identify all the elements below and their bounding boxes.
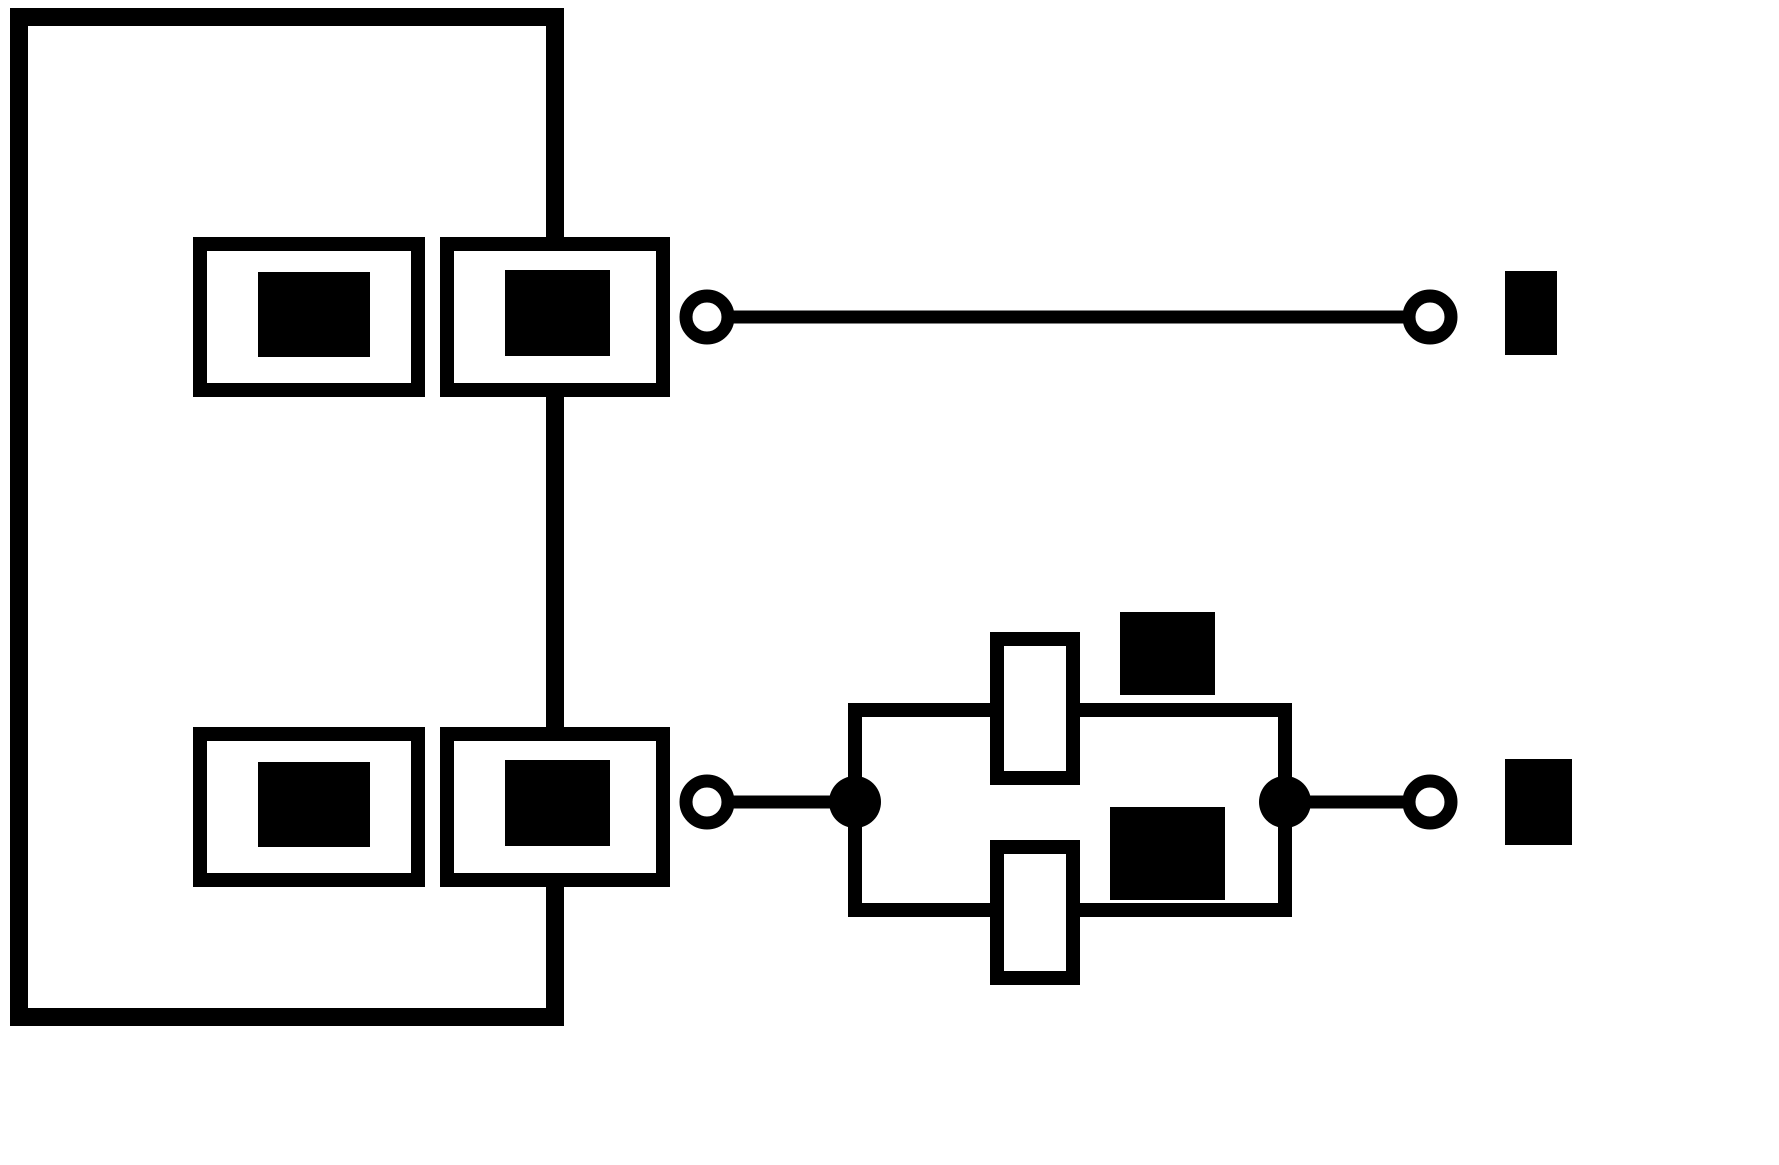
parallel-component-top bbox=[990, 632, 1080, 785]
terminal-top-left bbox=[679, 289, 735, 345]
redacted-label-terminal-bottom bbox=[1505, 759, 1572, 845]
parallel-component-bottom bbox=[990, 840, 1080, 985]
redacted-label-component-top bbox=[1120, 612, 1215, 695]
redacted-label-component-bottom bbox=[1110, 807, 1225, 900]
winding-box-top-right bbox=[440, 237, 670, 397]
winding-mark-top-left bbox=[258, 272, 370, 357]
junction-dot-left bbox=[829, 776, 881, 828]
redacted-label-terminal-top bbox=[1505, 271, 1557, 355]
device-outline bbox=[10, 8, 564, 1026]
winding-box-top-left bbox=[193, 237, 425, 397]
winding-mark-bottom-left bbox=[258, 762, 370, 847]
winding-mark-bottom-right bbox=[505, 760, 610, 846]
winding-box-bottom-left bbox=[193, 727, 425, 887]
winding-mark-top-right bbox=[505, 270, 610, 356]
terminal-bottom-right bbox=[1402, 774, 1458, 830]
terminal-top-right bbox=[1402, 289, 1458, 345]
terminal-bottom-left bbox=[679, 774, 735, 830]
